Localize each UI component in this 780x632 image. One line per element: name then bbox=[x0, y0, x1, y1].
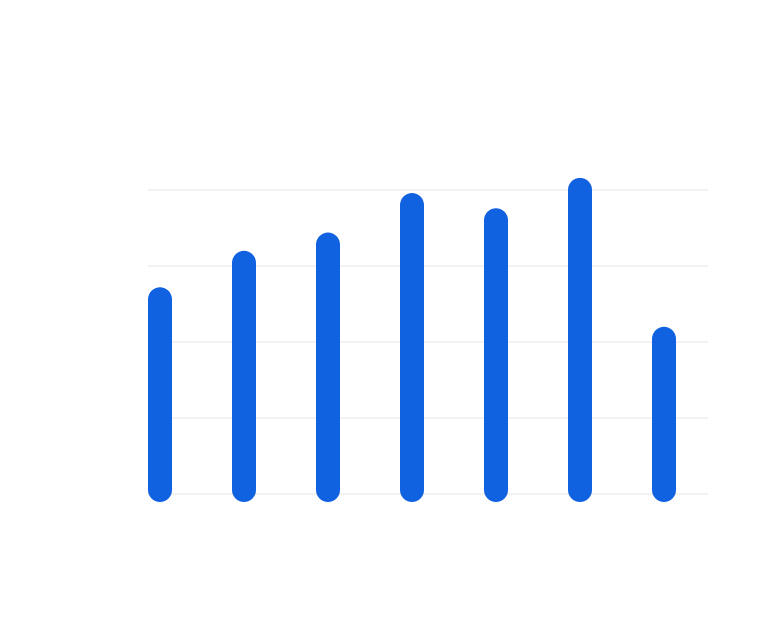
bar bbox=[148, 287, 172, 502]
bar bbox=[484, 208, 508, 503]
bar bbox=[652, 326, 676, 502]
bar bbox=[400, 193, 424, 503]
bar bbox=[232, 250, 256, 502]
bar bbox=[568, 177, 592, 502]
bar bbox=[316, 232, 340, 502]
bars bbox=[148, 177, 676, 503]
